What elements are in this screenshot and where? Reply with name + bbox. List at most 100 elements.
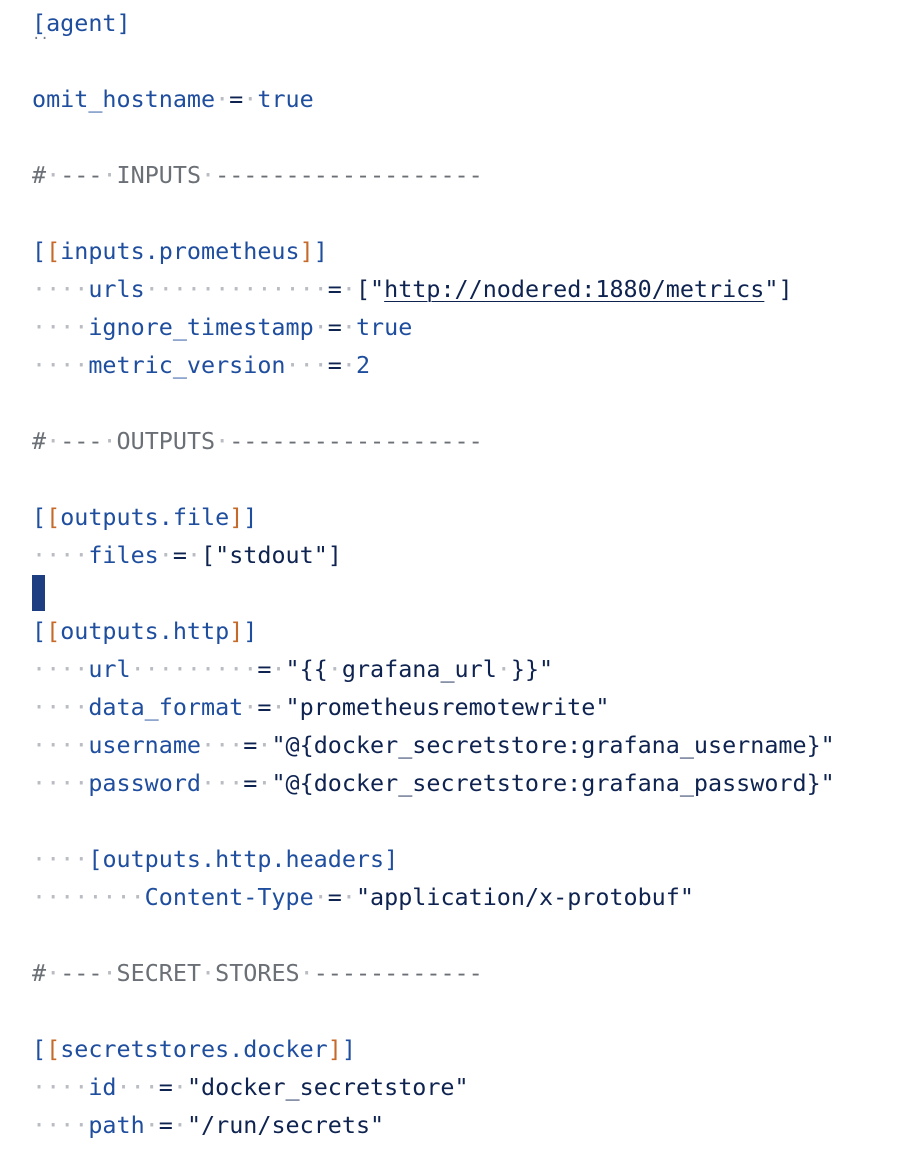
code-comment: OUTPUTS <box>116 427 216 455</box>
code-bracket: ] <box>116 9 131 37</box>
code-bracket-inner: [ <box>46 503 61 531</box>
code-bracket: ] <box>341 1035 356 1063</box>
code-string: "application/x-protobuf" <box>355 883 694 911</box>
line-ignore-timestamp[interactable]: ····ignore_timestamp·=·true <box>32 308 902 346</box>
whitespace-marker: ···· <box>32 275 89 303</box>
code-bracket: ] <box>313 237 328 265</box>
line-path[interactable]: ····path·=·"/run/secrets" <box>32 1106 902 1144</box>
line-id[interactable]: ····id···=·"docker_secretstore" <box>32 1068 902 1106</box>
line-outputs-file[interactable]: [[outputs.file]] <box>32 498 902 536</box>
hint-dots: ·· <box>32 31 49 47</box>
whitespace-marker: ········· <box>130 655 258 683</box>
whitespace-marker: · <box>102 959 117 987</box>
code-bracket: [ <box>32 1035 47 1063</box>
code-comment: ------------------ <box>229 427 483 455</box>
code-comment: --- <box>60 959 103 987</box>
code-bracket-inner: ] <box>229 503 244 531</box>
line-blank[interactable] <box>32 384 902 422</box>
code-punctuation: = <box>327 313 342 341</box>
line-blank[interactable] <box>32 42 902 80</box>
whitespace-marker: ··· <box>201 769 244 797</box>
whitespace-marker: ··· <box>116 1073 159 1101</box>
whitespace-marker: ···· <box>32 693 89 721</box>
code-string: "@{docker_secretstore:grafana_username}" <box>271 731 835 759</box>
line-outputs-http-headers[interactable]: ····[outputs.http.headers] <box>32 840 902 878</box>
whitespace-marker: · <box>158 541 173 569</box>
line-files[interactable]: ····files·=·["stdout"] <box>32 536 902 574</box>
whitespace-marker: · <box>327 655 342 683</box>
code-link[interactable]: http://nodered:1880/metrics <box>384 275 765 303</box>
line-metric-version[interactable]: ····metric_version···=·2 <box>32 346 902 384</box>
whitespace-marker: ···· <box>32 541 89 569</box>
whitespace-marker: · <box>313 883 328 911</box>
code-editor[interactable]: [agent]··omit_hostname·=·true#·---·INPUT… <box>32 4 902 1164</box>
line-blank[interactable] <box>32 802 902 840</box>
whitespace-marker: · <box>243 85 258 113</box>
line-outputs-http[interactable]: [[outputs.http]] <box>32 612 902 650</box>
code-punctuation: = <box>243 731 258 759</box>
code-key: inputs.prometheus <box>60 237 300 265</box>
code-key: password <box>88 769 202 797</box>
code-bracket-inner: ] <box>229 617 244 645</box>
line-comment-inputs[interactable]: #·---·INPUTS·------------------- <box>32 156 902 194</box>
whitespace-marker: · <box>102 427 117 455</box>
code-bracket: [ <box>32 617 47 645</box>
whitespace-marker: · <box>172 1111 187 1139</box>
line-urls[interactable]: ····urls·············=·["http://nodered:… <box>32 270 902 308</box>
whitespace-marker: ··· <box>285 351 328 379</box>
line-username[interactable]: ····username···=·"@{docker_secretstore:g… <box>32 726 902 764</box>
line-agent-header[interactable]: [agent]·· <box>32 4 902 47</box>
line-content-type[interactable]: ········Content-Type·=·"application/x-pr… <box>32 878 902 916</box>
code-number: 2 <box>355 351 371 379</box>
line-blank[interactable] <box>32 992 902 1030</box>
line-inputs-prometheus[interactable]: [[inputs.prometheus]] <box>32 232 902 270</box>
line-omit-hostname[interactable]: omit_hostname·=·true <box>32 80 902 118</box>
code-key: username <box>88 731 202 759</box>
whitespace-marker: · <box>341 313 356 341</box>
code-comment: SECRET <box>116 959 202 987</box>
code-key: outputs.http <box>60 617 230 645</box>
whitespace-marker: · <box>496 655 511 683</box>
code-bracket: ] <box>243 617 258 645</box>
code-key: omit_hostname <box>32 85 216 113</box>
whitespace-marker: · <box>215 85 230 113</box>
code-string: "@{docker_secretstore:grafana_password}" <box>271 769 835 797</box>
line-comment-secret-stores[interactable]: #·---·SECRET·STORES·------------ <box>32 954 902 992</box>
code-punctuation: = <box>158 1073 173 1101</box>
code-key: Content-Type <box>144 883 314 911</box>
whitespace-marker: · <box>172 1073 187 1101</box>
line-url[interactable]: ····url·········=·"{{·grafana_url·}}" <box>32 650 902 688</box>
line-blank[interactable] <box>32 460 902 498</box>
whitespace-marker: ···· <box>32 655 89 683</box>
whitespace-marker: · <box>257 731 272 759</box>
code-string: "{{ <box>285 655 328 683</box>
whitespace-marker: · <box>313 313 328 341</box>
whitespace-marker: · <box>243 693 258 721</box>
line-comment-outputs[interactable]: #·---·OUTPUTS·------------------ <box>32 422 902 460</box>
code-comment: ------------ <box>313 959 483 987</box>
code-string: "prometheusremotewrite" <box>285 693 610 721</box>
code-comment: --- <box>60 161 103 189</box>
line-blank[interactable] <box>32 916 902 954</box>
code-punctuation: = <box>158 1111 173 1139</box>
whitespace-marker: · <box>299 959 314 987</box>
line-blank[interactable] <box>32 118 902 156</box>
line-blank[interactable] <box>32 194 902 232</box>
code-punctuation: = <box>327 883 342 911</box>
code-keyword: true <box>355 313 413 341</box>
line-password[interactable]: ····password···=·"@{docker_secretstore:g… <box>32 764 902 802</box>
whitespace-marker: · <box>144 1111 159 1139</box>
whitespace-marker: ···· <box>32 1073 89 1101</box>
code-string: "/run/secrets" <box>186 1111 385 1139</box>
code-bracket: [ <box>88 845 103 873</box>
code-punctuation: = <box>257 655 272 683</box>
code-comment: INPUTS <box>116 161 202 189</box>
code-key: files <box>88 541 159 569</box>
line-cursor[interactable] <box>32 574 902 612</box>
whitespace-marker: · <box>271 655 286 683</box>
line-data-format[interactable]: ····data_format·=·"prometheusremotewrite… <box>32 688 902 726</box>
code-bracket-inner: [ <box>46 617 61 645</box>
whitespace-marker: · <box>201 959 216 987</box>
line-secretstores-docker[interactable]: [[secretstores.docker]] <box>32 1030 902 1068</box>
whitespace-marker: · <box>201 161 216 189</box>
